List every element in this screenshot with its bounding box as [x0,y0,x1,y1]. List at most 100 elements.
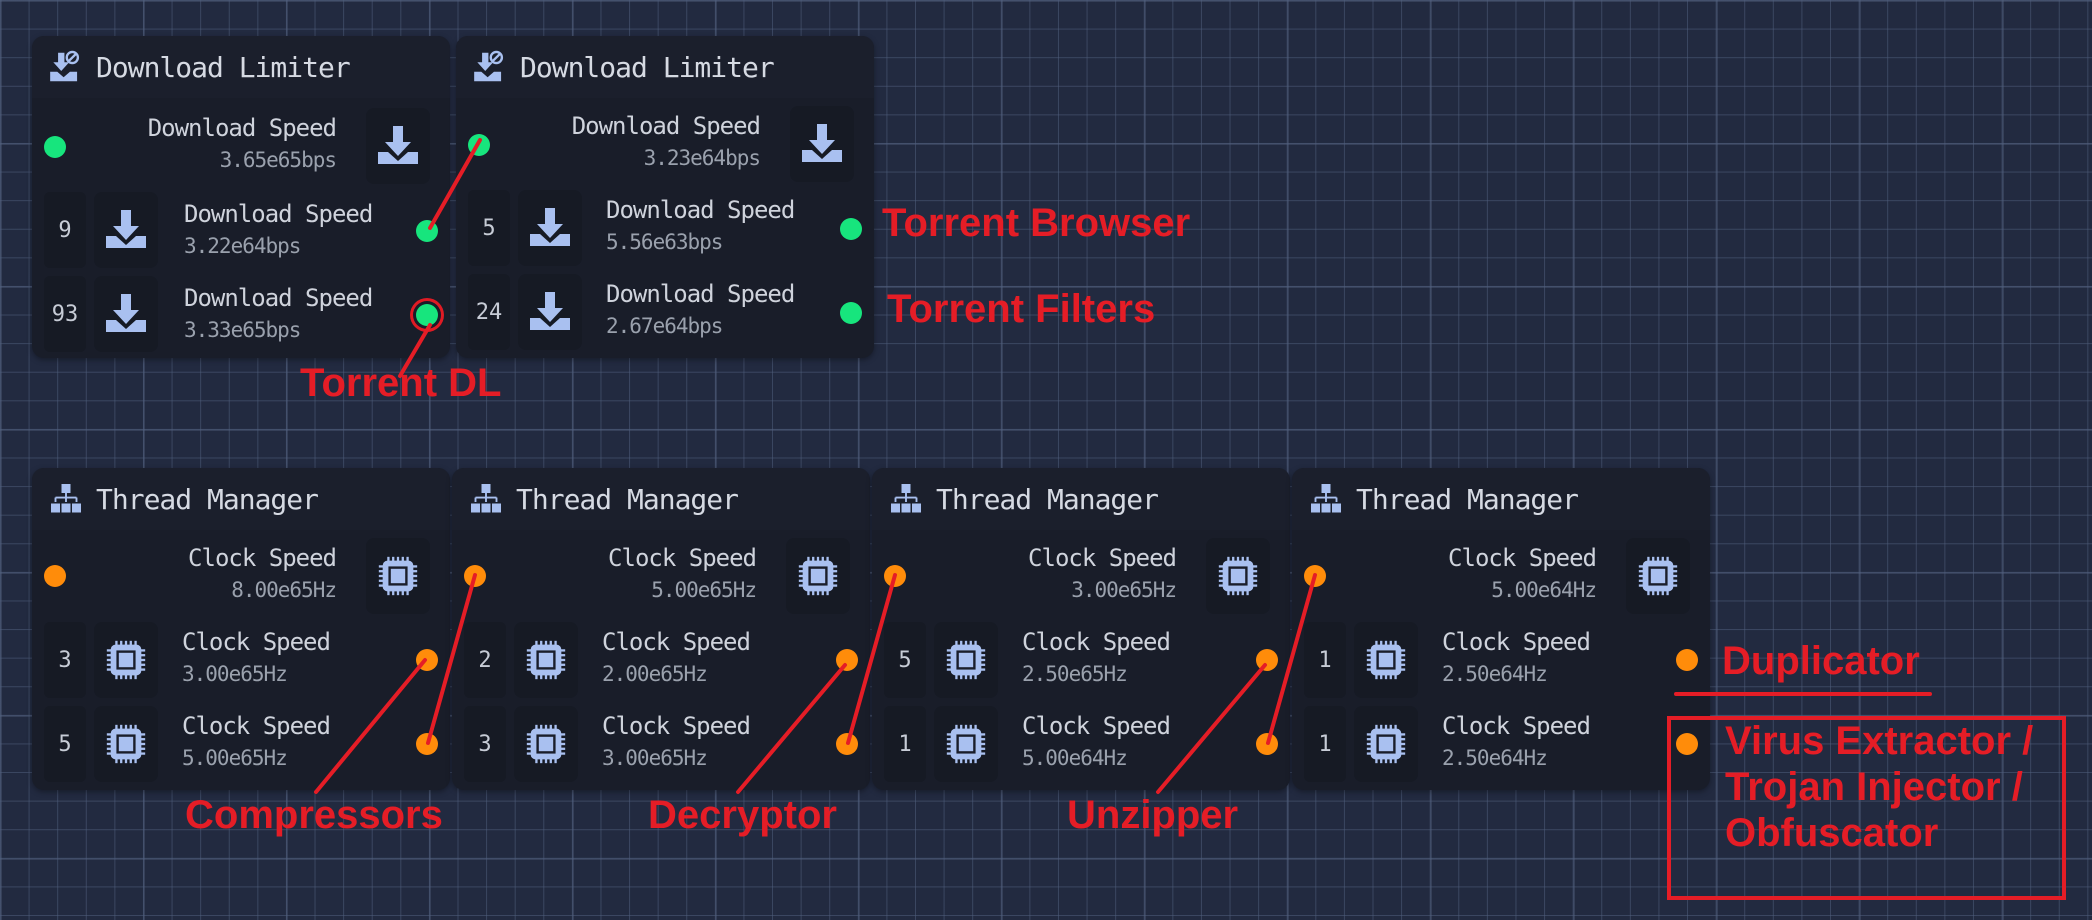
annotation-line: Virus Extractor / [1725,719,2034,763]
input-label: Clock Speed [1442,712,1591,740]
input-label: Download Speed [606,280,795,308]
output-row: Clock Speed 5.00e65Hz [452,536,870,620]
node-header[interactable]: Thread Manager [1292,468,1710,530]
input-count: 5 [468,190,510,266]
input-count: 1 [1304,706,1346,782]
input-label: Download Speed [184,284,373,312]
node-title: Thread Manager [516,482,739,516]
input-value: 2.50e64Hz [1442,662,1548,686]
input-value: 3.22e64bps [184,234,301,258]
output-port[interactable] [884,565,906,587]
cpu-chip-icon [934,622,998,698]
input-port[interactable] [840,218,862,240]
input-row: 1 Clock Speed 2.50e64Hz [1292,702,1710,786]
input-label: Clock Speed [182,712,331,740]
input-label: Clock Speed [602,628,751,656]
cpu-chip-icon [514,622,578,698]
output-value: 5.00e65Hz [651,578,757,602]
input-value: 2.00e65Hz [602,662,708,686]
input-port[interactable] [1676,649,1698,671]
annotation-line: Obfuscator [1725,811,1939,855]
input-label: Download Speed [184,200,373,228]
input-value: 3.00e65Hz [602,746,708,770]
download-icon [94,276,158,352]
output-row: Download Speed 3.65e65bps [32,104,450,188]
thread-manager-node[interactable]: Thread Manager Clock Speed 8.00e65Hz 3 C… [32,468,450,790]
input-label: Clock Speed [1022,628,1171,656]
output-port[interactable] [1304,565,1326,587]
output-row: Clock Speed 3.00e65Hz [872,536,1290,620]
input-value: 2.50e65Hz [1022,662,1128,686]
input-label: Clock Speed [1442,628,1591,656]
download-limiter-node[interactable]: Download Limiter Download Speed 3.65e65b… [32,36,450,358]
output-label: Clock Speed [1448,544,1597,572]
cpu-chip-icon [1354,706,1418,782]
hierarchy-icon [886,479,926,519]
output-port[interactable] [44,136,66,158]
thread-manager-node[interactable]: Thread Manager Clock Speed 5.00e65Hz 2 C… [452,468,870,790]
input-row: 3 Clock Speed 3.00e65Hz [32,618,450,702]
node-title: Thread Manager [1356,482,1579,516]
hierarchy-icon [466,479,506,519]
thread-manager-node[interactable]: Thread Manager Clock Speed 5.00e64Hz 1 C… [1292,468,1710,790]
download-limit-icon [470,47,510,87]
input-value: 2.67e64bps [606,314,723,338]
output-label: Download Speed [147,114,337,142]
input-row: 9 Download Speed 3.22e64bps [32,188,450,272]
cpu-chip-icon [934,706,998,782]
input-value: 5.56e63bps [606,230,723,254]
input-row: 1 Clock Speed 5.00e64Hz [872,702,1290,786]
download-limit-icon [46,47,86,87]
node-header[interactable]: Thread Manager [452,468,870,530]
output-value: 3.65e65bps [219,148,337,172]
download-limiter-node[interactable]: Download Limiter Download Speed 3.23e64b… [456,36,874,358]
output-row: Clock Speed 5.00e64Hz [1292,536,1710,620]
output-value: 5.00e64Hz [1491,578,1597,602]
input-value: 3.33e65bps [184,318,301,342]
cpu-chip-icon [94,622,158,698]
input-row: 3 Clock Speed 3.00e65Hz [452,702,870,786]
input-port[interactable] [416,733,438,755]
output-label: Clock Speed [608,544,757,572]
output-port[interactable] [468,134,490,156]
node-header[interactable]: Download Limiter [32,36,450,98]
input-port[interactable] [416,649,438,671]
input-count: 1 [1304,622,1346,698]
node-header[interactable]: Thread Manager [872,468,1290,530]
input-port[interactable] [1256,649,1278,671]
annotation-torrent-filters: Torrent Filters [887,287,1156,331]
hierarchy-icon [46,479,86,519]
output-port[interactable] [464,565,486,587]
output-value: 3.00e65Hz [1071,578,1177,602]
download-icon [790,106,854,182]
input-count: 93 [44,276,86,352]
input-port[interactable] [1256,733,1278,755]
input-count: 5 [884,622,926,698]
input-port[interactable] [836,649,858,671]
output-label: Clock Speed [1028,544,1177,572]
input-row: 2 Clock Speed 2.00e65Hz [452,618,870,702]
input-port[interactable] [836,733,858,755]
annotation-decryptor: Decryptor [648,793,837,837]
annotation-compressors: Compressors [185,793,443,837]
output-port[interactable] [44,565,66,587]
output-row: Download Speed 3.23e64bps [456,104,874,188]
input-value: 5.00e64Hz [1022,746,1128,770]
input-row: 5 Download Speed 5.56e63bps [456,186,874,270]
cpu-chip-icon [366,538,430,614]
input-count: 24 [468,274,510,350]
thread-manager-node[interactable]: Thread Manager Clock Speed 3.00e65Hz 5 C… [872,468,1290,790]
cpu-chip-icon [1626,538,1690,614]
node-title: Thread Manager [936,482,1159,516]
input-port[interactable] [416,220,438,242]
input-port-highlighted[interactable] [416,304,438,326]
input-port[interactable] [840,302,862,324]
input-count: 2 [464,622,506,698]
annotation-duplicator: Duplicator [1722,639,1920,683]
node-title: Download Limiter [520,50,775,84]
cpu-chip-icon [514,706,578,782]
node-header[interactable]: Thread Manager [32,468,450,530]
input-port[interactable] [1676,733,1698,755]
node-header[interactable]: Download Limiter [456,36,874,98]
cpu-chip-icon [786,538,850,614]
